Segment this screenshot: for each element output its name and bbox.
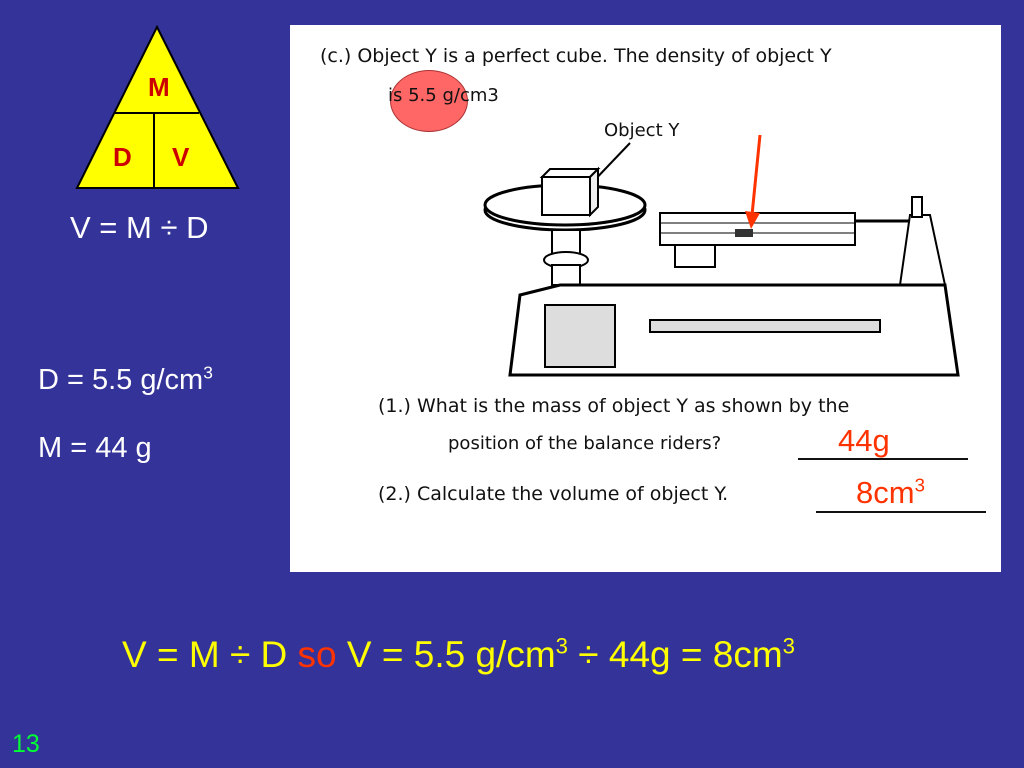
question-1-line1: (1.) What is the mass of object Y as sho…: [378, 395, 850, 417]
volume-formula: V = M ÷ D: [70, 210, 209, 245]
answer-1-mass: 44g: [838, 423, 890, 458]
equation-part-3: ÷ 44g = 8cm: [568, 634, 783, 675]
question-1-line2: position of the balance riders?: [448, 433, 722, 454]
density-highlight-circle: [390, 70, 468, 132]
equation-exponent-2: 3: [782, 633, 796, 659]
worksheet-image: (c.) Object Y is a perfect cube. The den…: [290, 25, 1001, 572]
density-text: D = 5.5 g/cm: [38, 364, 204, 396]
answer-1-underline: [798, 458, 968, 460]
worksheet-intro-line1: (c.) Object Y is a perfect cube. The den…: [320, 45, 832, 67]
equation-exponent-1: 3: [555, 633, 568, 659]
triangle-density-label: D: [113, 142, 132, 172]
object-y-label: Object Y: [604, 120, 680, 141]
mass-value: M = 44 g: [38, 432, 152, 464]
answer-2-underline: [816, 511, 986, 513]
triangle-volume-label: V: [172, 142, 190, 172]
triple-beam-balance-drawing: [483, 142, 960, 377]
triangle-mass-label: M: [148, 72, 170, 102]
answer-2-text: 8cm: [856, 475, 915, 510]
final-equation: V = M ÷ D so V = 5.5 g/cm3 ÷ 44g = 8cm3: [122, 634, 795, 676]
slide-number: 13: [12, 730, 40, 758]
worksheet-intro-line2: is 5.5 g/cm3: [388, 85, 499, 106]
triangle-shape: [75, 24, 240, 189]
density-exponent: 3: [203, 362, 213, 383]
answer-2-volume: 8cm3: [856, 475, 925, 511]
density-value: D = 5.5 g/cm3: [38, 364, 213, 397]
rider-position-arrow: [745, 134, 762, 229]
question-2: (2.) Calculate the volume of object Y.: [378, 483, 729, 505]
equation-part-1: V = M ÷ D: [122, 634, 298, 675]
equation-so: so: [297, 634, 337, 675]
answer-2-exponent: 3: [914, 474, 925, 496]
mdv-triangle: M D V: [75, 24, 240, 190]
equation-part-2: V = 5.5 g/cm: [336, 634, 556, 675]
